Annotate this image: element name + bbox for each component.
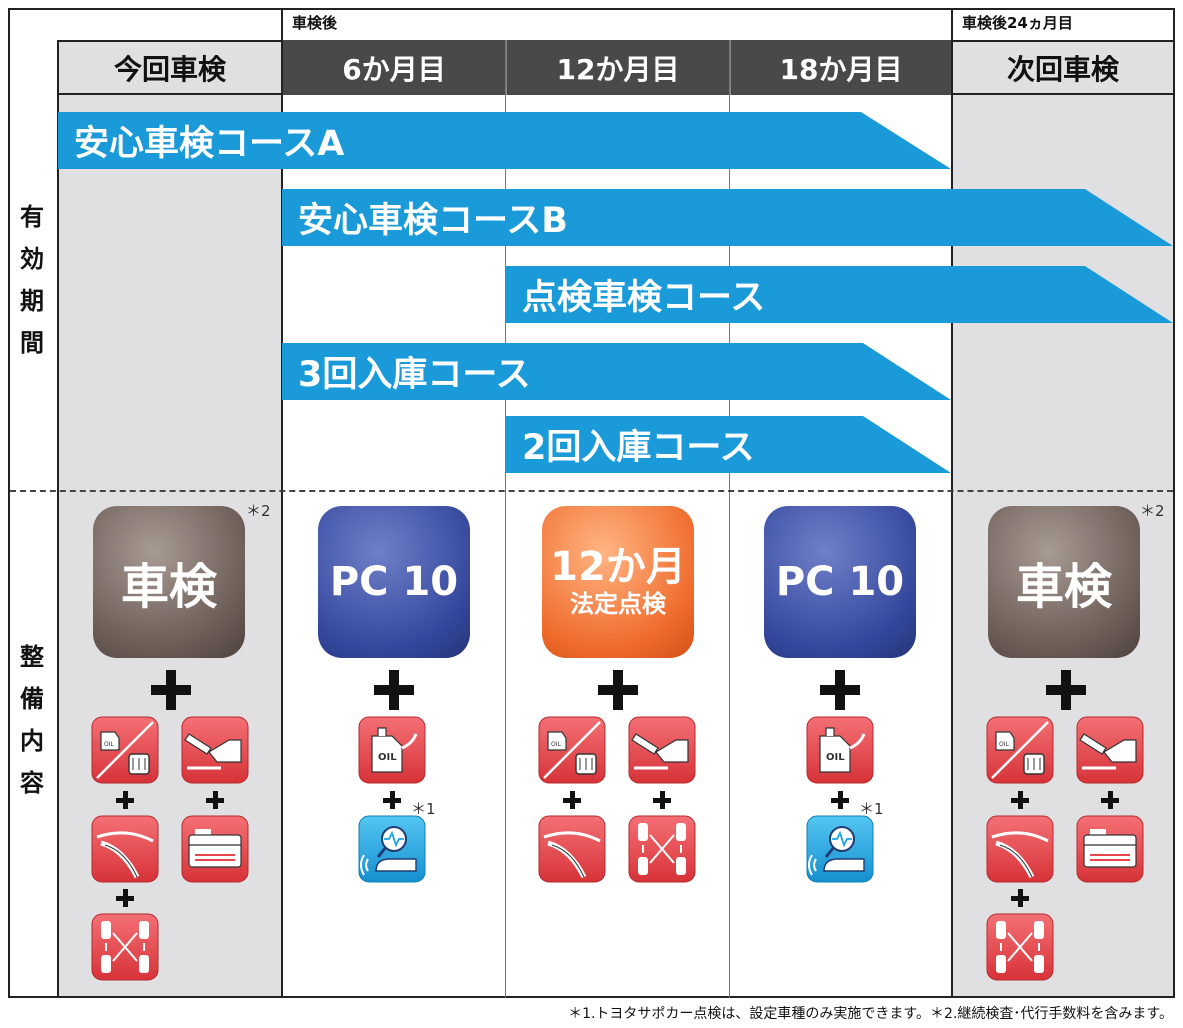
side-label-maintenance: 整 備 内 容: [20, 643, 44, 797]
wiper-blade-icon: [91, 815, 159, 883]
section-divider: [10, 490, 1173, 492]
plus-icon: [598, 670, 638, 710]
plus-icon: [116, 889, 134, 907]
note-2-current: ＊2: [246, 502, 271, 520]
tire-rotation-icon: [986, 913, 1054, 981]
footnote: ＊1.トヨタサポカー点検は、設定車種のみ実施できます。＊2.継続検査･代行手数料…: [568, 1006, 1173, 1022]
plus-icon: [383, 791, 401, 809]
header-next-inspection: 次回車検: [953, 40, 1173, 95]
label-after-24-months: 車検後24ヵ月目: [962, 14, 1073, 32]
tile-pc10-18m: PC 10: [764, 506, 916, 658]
brake-fluid-icon: [628, 716, 696, 784]
plus-icon: [563, 791, 581, 809]
course-band-3visit: 3回入庫コース: [282, 343, 951, 400]
plus-icon: [374, 670, 414, 710]
engine-oil-icon: [358, 716, 426, 784]
header-12-months: 12か月目: [506, 40, 729, 95]
brake-fluid-icon: [181, 716, 249, 784]
divider-18m: [951, 8, 953, 998]
oil-and-filter-icon: [538, 716, 606, 784]
note-1-6m: ＊1: [411, 800, 436, 818]
plus-icon: [1011, 889, 1029, 907]
note-1-18m: ＊1: [859, 800, 884, 818]
divider-left: [57, 40, 59, 998]
note-2-next: ＊2: [1140, 502, 1165, 520]
battery-icon: [181, 815, 249, 883]
oil-and-filter-icon: [91, 716, 159, 784]
brake-fluid-icon: [1076, 716, 1144, 784]
side-label-validity: 有 効 期 間: [20, 203, 44, 357]
plus-icon: [1011, 791, 1029, 809]
tile-pc10-6m: PC 10: [318, 506, 470, 658]
support-car-check-icon: [806, 815, 874, 883]
tire-rotation-icon: [628, 815, 696, 883]
course-check-label: 点検車検コース: [522, 278, 766, 318]
tile-12m-legal-inspection: 12か月 法定点検: [542, 506, 694, 658]
wiper-blade-icon: [986, 815, 1054, 883]
course-b-label: 安心車検コースB: [298, 201, 568, 241]
label-after-inspection: 車検後: [292, 14, 338, 32]
support-car-check-icon: [358, 815, 426, 883]
plus-icon: [831, 791, 849, 809]
tile-shaken-current: 車検: [93, 506, 245, 658]
diagram-frame: [8, 8, 1175, 998]
header-current-inspection: 今回車検: [59, 40, 281, 95]
course-a-label: 安心車検コースA: [74, 124, 345, 164]
header-6-months: 6か月目: [283, 40, 505, 95]
tire-rotation-icon: [91, 913, 159, 981]
plus-icon: [1101, 791, 1119, 809]
course-band-a: 安心車検コースA: [58, 112, 951, 169]
course-3visit-label: 3回入庫コース: [298, 355, 531, 395]
plus-icon: [653, 791, 671, 809]
wiper-blade-icon: [538, 815, 606, 883]
header-18-months: 18か月目: [730, 40, 951, 95]
plus-icon: [820, 670, 860, 710]
course-band-check: 点検車検コース: [506, 266, 1173, 323]
plus-icon: [206, 791, 224, 809]
engine-oil-icon: [806, 716, 874, 784]
course-band-b: 安心車検コースB: [282, 189, 1173, 246]
tile-shaken-next: 車検: [988, 506, 1140, 658]
oil-and-filter-icon: [986, 716, 1054, 784]
plus-icon: [151, 670, 191, 710]
divider-12m: [729, 40, 730, 998]
course-2visit-label: 2回入庫コース: [522, 428, 755, 468]
divider-current: [281, 8, 283, 998]
course-band-2visit: 2回入庫コース: [506, 416, 951, 473]
divider-6m: [505, 40, 506, 998]
plus-icon: [116, 791, 134, 809]
battery-icon: [1076, 815, 1144, 883]
plus-icon: [1046, 670, 1086, 710]
